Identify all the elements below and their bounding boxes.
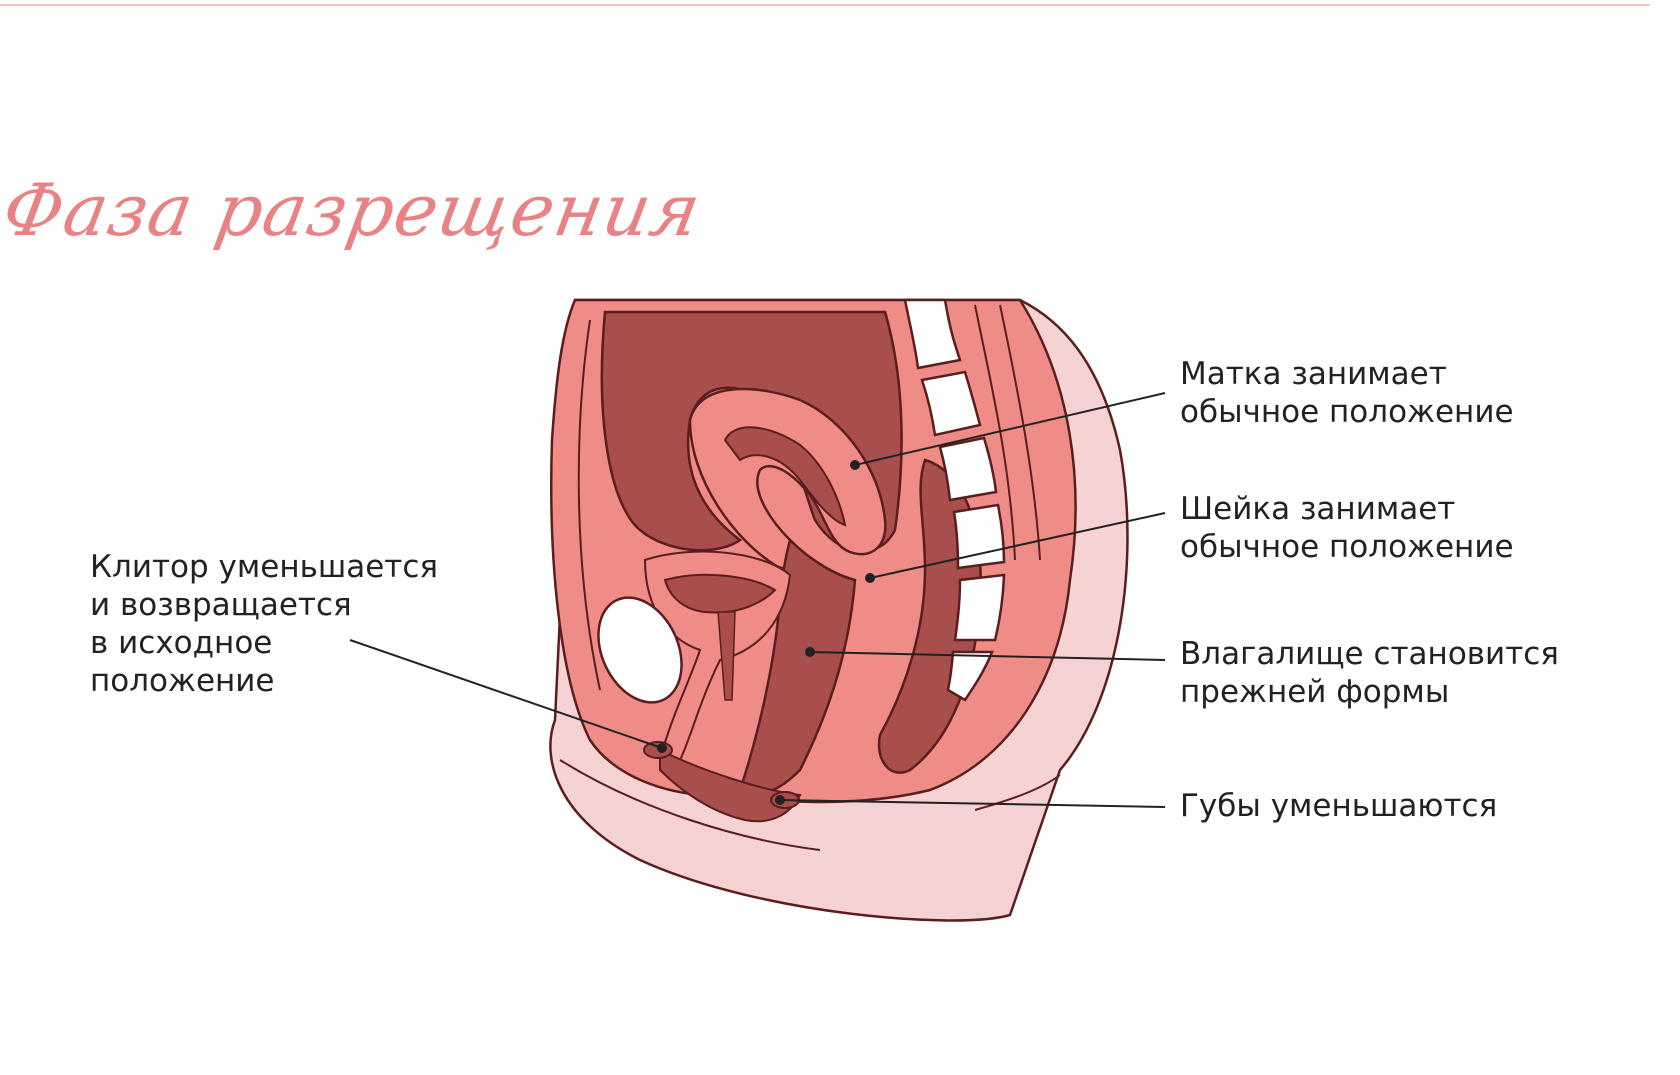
thigh-crease (559, 759, 821, 851)
leader-dot-labia (775, 795, 785, 805)
spinal-canal (974, 304, 1016, 561)
abdominal-wall (577, 319, 601, 691)
leader-dot-cervix (865, 573, 875, 583)
perineum (659, 748, 802, 823)
label-labia: Губы уменьшаются (1180, 788, 1498, 824)
leader-line-labia (779, 799, 1166, 808)
label-clitoris: Клитор уменьшается и возвращается в исхо… (90, 549, 439, 699)
leader-lines (349, 392, 1166, 808)
buttock-crease (974, 774, 1061, 811)
pubic-bone (597, 596, 683, 704)
leader-line-vagina (809, 651, 1166, 661)
uterine-cavity (723, 426, 847, 527)
top-divider (0, 4, 1650, 6)
label-cervix: Шейка занимает обычное положение (1180, 491, 1514, 565)
spinal-canal-2 (999, 304, 1041, 561)
leader-dot-vagina (805, 647, 815, 657)
urethra-fold (663, 573, 777, 614)
leader-dot-clitoris (657, 743, 667, 753)
label-vagina: Влагалище становится прежней формы (1180, 636, 1559, 710)
leader-line-cervix (869, 512, 1166, 579)
label-uterus: Матка занимает обычное положение (1180, 356, 1514, 430)
leader-line-uterus (854, 392, 1166, 466)
leader-line-clitoris (349, 639, 663, 749)
urethra-stem (717, 611, 736, 701)
leader-dot-uterus (850, 460, 860, 470)
